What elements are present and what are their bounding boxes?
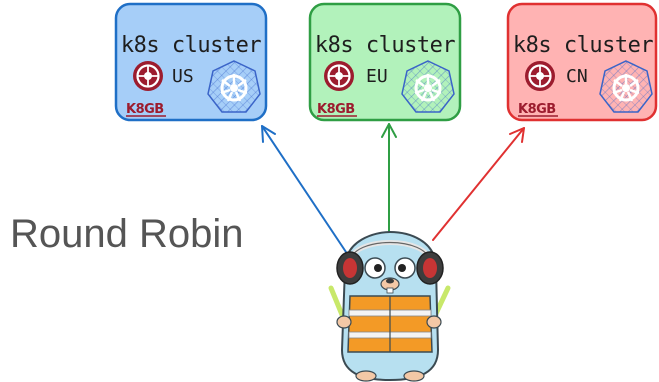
k8gb-brand: K8GB [126, 102, 164, 117]
k8gb-logo-icon [133, 61, 163, 91]
cluster-title: k8s cluster [513, 33, 653, 58]
kubernetes-icon [401, 60, 455, 113]
cluster-region: EU [366, 66, 388, 87]
arrow-to-eu [381, 123, 397, 235]
kubernetes-icon [207, 60, 261, 113]
cluster-region: CN [566, 66, 588, 87]
cluster-box-eu: k8s cluster EU K8GB [308, 2, 462, 122]
cluster-box-us: k8s cluster US K8GB [114, 2, 268, 122]
k8gb-brand: K8GB [317, 102, 355, 117]
arrow-to-us [261, 125, 347, 253]
cluster-title: k8s cluster [315, 33, 455, 58]
cluster-title: k8s cluster [121, 33, 261, 58]
kubernetes-icon [599, 60, 653, 113]
k8gb-brand: K8GB [518, 102, 556, 117]
strategy-label: Round Robin [10, 212, 244, 256]
arrow-to-cn [432, 127, 525, 241]
cluster-region: US [172, 66, 194, 87]
cluster-box-cn: k8s cluster CN K8GB [506, 2, 658, 122]
k8gb-logo-icon [525, 61, 555, 91]
k8gb-logo-icon [324, 61, 354, 91]
gopher-mascot-icon [328, 230, 451, 382]
